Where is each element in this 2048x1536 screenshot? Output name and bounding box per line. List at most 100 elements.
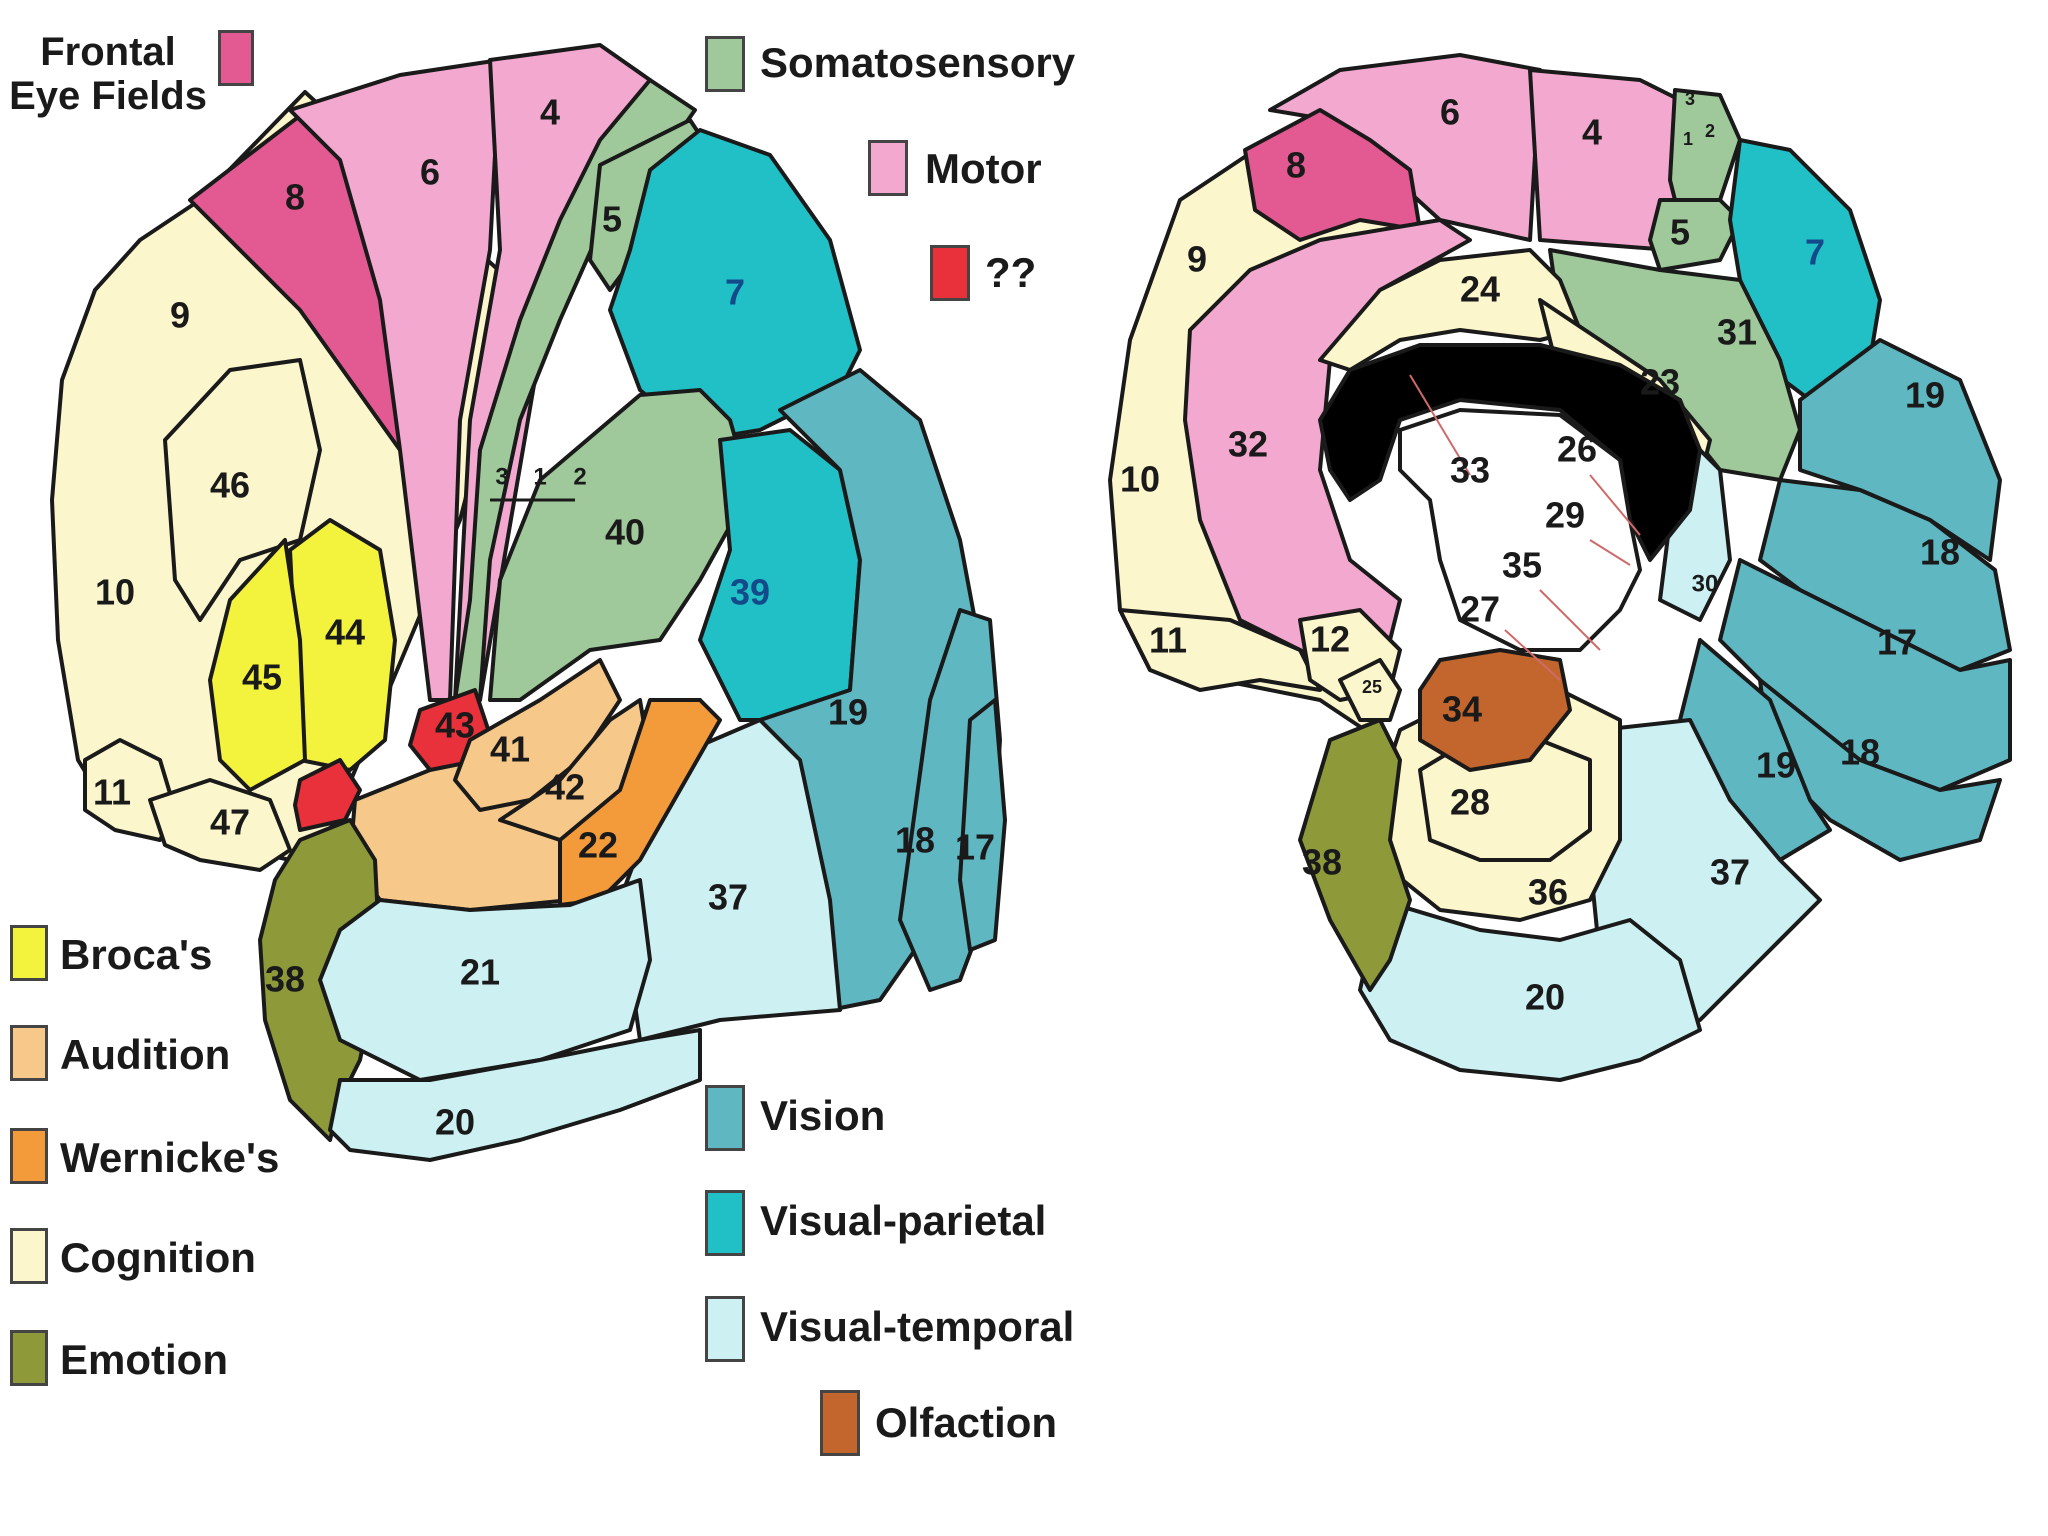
medial-region-34 bbox=[1418, 648, 1572, 772]
legend-label-cognition: Cognition bbox=[60, 1234, 256, 1281]
medial-label-2: 2 bbox=[1705, 121, 1715, 141]
legend-swatch-unknown bbox=[930, 245, 970, 301]
lateral-label-3: 3 bbox=[495, 463, 508, 490]
lateral-label-18: 18 bbox=[895, 820, 935, 861]
legend-label-visual-temporal: Visual-temporal bbox=[760, 1303, 1075, 1350]
pointer-26 bbox=[1589, 474, 1641, 536]
lateral-view bbox=[50, 43, 1007, 1162]
lateral-region-40 bbox=[488, 388, 752, 702]
lateral-region-39 bbox=[698, 428, 862, 722]
medial-label-20: 20 bbox=[1525, 977, 1565, 1018]
lateral-label-1: 1 bbox=[533, 463, 546, 490]
medial-label-17: 17 bbox=[1877, 622, 1917, 663]
medial-label-33: 33 bbox=[1450, 450, 1490, 491]
lateral-region-21 bbox=[318, 878, 652, 1082]
lateral-label-44: 44 bbox=[325, 612, 365, 653]
lateral-label-38: 38 bbox=[265, 959, 305, 1000]
medial-label-9: 9 bbox=[1187, 239, 1207, 280]
legend-swatch-visual-temporal bbox=[705, 1296, 745, 1362]
medial-label-34: 34 bbox=[1442, 689, 1482, 730]
medial-label-18: 18 bbox=[1920, 532, 1960, 573]
legend-label-olfaction: Olfaction bbox=[875, 1399, 1058, 1446]
medial-label-7: 7 bbox=[1805, 232, 1825, 273]
medial-region-20 bbox=[1358, 898, 1702, 1082]
lateral-region-45 bbox=[208, 538, 307, 792]
medial-corpus-callosum bbox=[1318, 343, 1702, 562]
lateral-label-19: 19 bbox=[828, 692, 868, 733]
lateral-label-11: 11 bbox=[93, 772, 131, 813]
legend-swatch-audition bbox=[10, 1025, 48, 1081]
medial-label-37: 37 bbox=[1710, 852, 1750, 893]
lateral-label-41: 41 bbox=[490, 729, 530, 770]
lateral-label-8: 8 bbox=[285, 177, 305, 218]
medial-label-4: 4 bbox=[1582, 112, 1602, 153]
lateral-label-46: 46 bbox=[210, 465, 250, 506]
medial-label-19b: 19 bbox=[1756, 745, 1796, 786]
medial-region-32 bbox=[1183, 218, 1472, 662]
lateral-label-47: 47 bbox=[210, 802, 250, 843]
lateral-label-17: 17 bbox=[955, 827, 995, 868]
legend-label-brocas: Broca's bbox=[60, 931, 213, 978]
medial-label-6: 6 bbox=[1440, 92, 1460, 133]
legend-label-frontal-eye-fields: Frontal Eye Fields bbox=[9, 30, 207, 118]
medial-view bbox=[1108, 53, 2012, 1082]
lateral-region-47 bbox=[148, 778, 292, 872]
medial-ventricle bbox=[1398, 408, 1642, 652]
medial-label-35: 35 bbox=[1502, 545, 1542, 586]
medial-label-36: 36 bbox=[1528, 872, 1568, 913]
medial-region-25 bbox=[1338, 658, 1402, 722]
legend-swatch-frontal-eye bbox=[218, 30, 254, 86]
legend-swatch-olfaction bbox=[820, 1390, 860, 1456]
medial-region-18 bbox=[1758, 478, 2012, 672]
medial-label-10: 10 bbox=[1120, 459, 1160, 500]
legend-swatch-somatosensory bbox=[705, 36, 745, 92]
medial-label-1: 1 bbox=[1683, 129, 1693, 149]
lateral-region-20 bbox=[328, 1028, 702, 1162]
legend-label-somatosensory: Somatosensory bbox=[760, 39, 1076, 86]
medial-label-27: 27 bbox=[1460, 589, 1500, 630]
legend-swatch-motor bbox=[868, 140, 908, 196]
pointer-33 bbox=[1409, 374, 1471, 476]
lateral-label-40: 40 bbox=[605, 512, 645, 553]
legend-swatch-brocas bbox=[10, 925, 48, 981]
medial-label-25: 25 bbox=[1362, 677, 1382, 697]
medial-label-30: 30 bbox=[1692, 570, 1719, 597]
legend-label-motor: Motor bbox=[925, 145, 1042, 192]
lateral-label-10: 10 bbox=[95, 572, 135, 613]
lateral-label-4: 4 bbox=[540, 92, 560, 133]
medial-label-38: 38 bbox=[1302, 842, 1342, 883]
medial-label-31: 31 bbox=[1717, 312, 1757, 353]
medial-label-12: 12 bbox=[1310, 619, 1350, 660]
lateral-label-9: 9 bbox=[170, 295, 190, 336]
lateral-label-45: 45 bbox=[242, 657, 282, 698]
lateral-label-37: 37 bbox=[708, 877, 748, 918]
lateral-region-46 bbox=[163, 358, 322, 622]
pointer-27 bbox=[1504, 629, 1561, 681]
legend-swatch-visual-parietal bbox=[705, 1190, 745, 1256]
medial-labels: 6 4 3 1 2 8 9 5 7 24 31 23 32 19 10 33 2… bbox=[1120, 89, 1960, 1018]
medial-label-5: 5 bbox=[1670, 212, 1690, 253]
lateral-label-21: 21 bbox=[460, 952, 500, 993]
lateral-label-5: 5 bbox=[602, 199, 622, 240]
lateral-label-42: 42 bbox=[545, 767, 585, 808]
legend-swatch-emotion bbox=[10, 1330, 48, 1386]
medial-label-32: 32 bbox=[1228, 424, 1268, 465]
medial-label-8: 8 bbox=[1286, 145, 1306, 186]
legend-label-wernickes: Wernicke's bbox=[60, 1134, 280, 1181]
pointer-35 bbox=[1539, 589, 1601, 651]
legend-swatch-cognition bbox=[10, 1228, 48, 1284]
medial-region-38 bbox=[1298, 718, 1412, 992]
medial-label-11: 11 bbox=[1149, 620, 1187, 661]
medial-label-24: 24 bbox=[1460, 269, 1500, 310]
lateral-label-39: 39 bbox=[730, 572, 770, 613]
medial-label-19: 19 bbox=[1905, 375, 1945, 416]
lateral-label-7: 7 bbox=[725, 272, 745, 313]
medial-label-23: 23 bbox=[1640, 362, 1680, 403]
medial-pointer-lines bbox=[1409, 374, 1641, 681]
medial-label-28: 28 bbox=[1450, 782, 1490, 823]
lateral-labels: 4 6 8 9 5 7 3 1 2 40 39 46 10 44 45 11 4… bbox=[93, 92, 995, 1143]
medial-region-19 bbox=[1798, 338, 2002, 562]
legend-swatch-wernickes bbox=[10, 1128, 48, 1184]
